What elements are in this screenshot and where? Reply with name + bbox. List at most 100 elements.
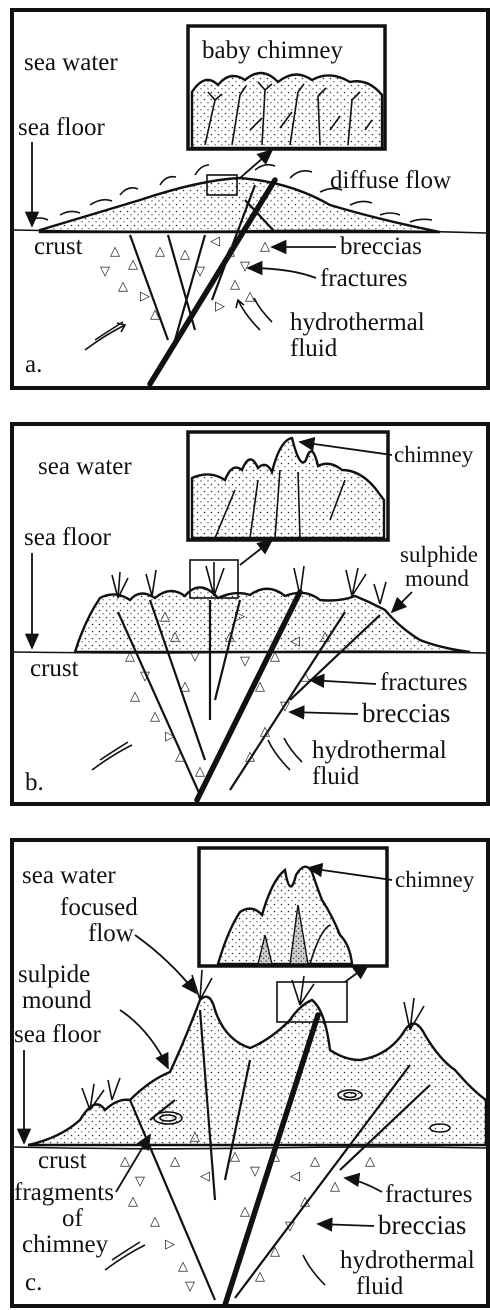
svg-text:△: △ xyxy=(120,1154,130,1169)
panel-c-breccias: △▽ △△ ▷△ ▽△ △▽ △◁ △△ ▽△ △△ ◁△ △△ xyxy=(120,1129,375,1294)
panel-c-fragments-label: fragments xyxy=(14,1179,114,1206)
panel-b-sea-water-label: sea water xyxy=(38,453,132,480)
panel-a-fluid-arrow-right xyxy=(236,300,260,330)
panel-c-sea-water-label: sea water xyxy=(22,862,116,889)
svg-text:◁: ◁ xyxy=(290,634,300,649)
panel-a-fluid-label: fluid xyxy=(290,335,338,362)
panel-c: △▽ △△ ▷△ ▽△ △▽ △◁ △△ ▽△ △△ ◁△ △△ sea wat… xyxy=(12,840,488,1306)
svg-text:△: △ xyxy=(128,1194,138,1209)
panel-b-fluid-arrow-left-2 xyxy=(100,742,128,760)
svg-text:▽: ▽ xyxy=(285,1219,295,1234)
panel-c-fluid-arrow-left xyxy=(105,1245,145,1270)
panel-b-inset xyxy=(188,432,388,540)
svg-text:△: △ xyxy=(195,764,205,779)
svg-text:△: △ xyxy=(150,1214,160,1229)
svg-text:△: △ xyxy=(240,1204,250,1219)
svg-text:△: △ xyxy=(225,244,235,259)
svg-text:△: △ xyxy=(270,1149,280,1164)
svg-text:◁: ◁ xyxy=(200,1169,210,1184)
panel-a-sea-water-label: sea water xyxy=(24,49,118,76)
svg-text:▽: ▽ xyxy=(135,1174,145,1189)
panel-b-fluid-arrow-right-2 xyxy=(284,738,302,762)
panel-c-fluid-arrow-right xyxy=(303,1255,325,1285)
panel-b-letter: b. xyxy=(25,769,44,796)
panel-c-mound-label: mound xyxy=(22,987,92,1014)
panel-a-diffuse-flow-label: diffuse flow xyxy=(330,167,451,194)
svg-text:△: △ xyxy=(118,279,128,294)
panel-c-fluid-label: fluid xyxy=(356,1273,404,1300)
svg-text:◁: ◁ xyxy=(290,1169,300,1184)
svg-text:△: △ xyxy=(225,629,235,644)
panel-c-flow-label: flow xyxy=(88,920,134,947)
panel-a-letter: a. xyxy=(25,351,42,378)
panel-a-hydrothermal-label: hydrothermal xyxy=(290,309,425,336)
panel-a-fluid-arrow-left-2 xyxy=(95,322,123,340)
svg-text:△: △ xyxy=(245,749,255,764)
panel-c-crust-label: crust xyxy=(38,1147,87,1174)
panel-c-chimney-label: chimney xyxy=(395,867,475,892)
svg-text:▽: ▽ xyxy=(190,649,200,664)
svg-text:△: △ xyxy=(300,669,310,684)
panel-a-breccias-label: breccias xyxy=(340,233,422,260)
svg-text:▽: ▽ xyxy=(140,669,150,684)
panel-b-fractures-arrow xyxy=(310,680,376,684)
svg-text:△: △ xyxy=(150,307,160,322)
svg-text:▽: ▽ xyxy=(240,654,250,669)
svg-text:▽: ▽ xyxy=(195,264,205,279)
panel-c-sea-floor-label: sea floor xyxy=(14,1021,101,1048)
panel-c-fractures-arrow xyxy=(345,1178,382,1192)
panel-a-inset-mound xyxy=(192,73,382,148)
svg-text:△: △ xyxy=(170,1154,180,1169)
svg-text:△: △ xyxy=(160,609,170,624)
panel-c-breccias-label: breccias xyxy=(378,1210,466,1240)
svg-text:△: △ xyxy=(270,649,280,664)
panel-b: △▽ △△ ▷△ △▽ △△ ▽△ △◁ △▽ △△ △▷ △△ sea wat… xyxy=(12,424,488,804)
svg-text:◁: ◁ xyxy=(210,234,220,249)
panel-c-focused-label: focused xyxy=(60,894,138,921)
panel-b-hydrothermal-label: hydrothermal xyxy=(312,737,447,764)
panel-b-breccias-arrow xyxy=(290,712,358,714)
panel-b-fluid-arrow-left xyxy=(92,745,132,770)
svg-text:△: △ xyxy=(178,1259,188,1274)
svg-text:△: △ xyxy=(130,689,140,704)
panel-c-fluid-arrow-left-2 xyxy=(112,1242,140,1260)
svg-text:▽: ▽ xyxy=(185,1279,195,1294)
svg-text:△: △ xyxy=(260,724,270,739)
svg-text:△: △ xyxy=(260,239,270,254)
svg-text:▷: ▷ xyxy=(215,299,225,314)
svg-text:△: △ xyxy=(365,1154,375,1169)
panel-a-crust-label: crust xyxy=(34,233,83,260)
svg-text:△: △ xyxy=(190,1129,200,1144)
svg-text:▷: ▷ xyxy=(140,289,150,304)
svg-text:▷: ▷ xyxy=(165,1237,175,1252)
svg-text:▽: ▽ xyxy=(250,1164,260,1179)
panel-b-fractures-label: fractures xyxy=(380,669,467,696)
svg-text:▽: ▽ xyxy=(280,699,290,714)
svg-text:△: △ xyxy=(125,649,135,664)
svg-text:△: △ xyxy=(270,1244,280,1259)
svg-text:▽: ▽ xyxy=(100,264,110,279)
panel-c-focused-flow-arrow xyxy=(135,935,196,993)
svg-text:△: △ xyxy=(155,244,165,259)
svg-text:△: △ xyxy=(255,679,265,694)
svg-text:△: △ xyxy=(170,629,180,644)
panel-c-letter: c. xyxy=(25,1269,42,1296)
panel-c-sulpide-label: sulpide xyxy=(18,961,90,988)
svg-text:▽: ▽ xyxy=(240,259,250,274)
panel-c-inset xyxy=(199,848,387,966)
panel-a-sea-floor-label: sea floor xyxy=(18,114,105,141)
panel-a-fluid-arrow-right-2 xyxy=(254,298,272,322)
panel-c-fractures-label: fractures xyxy=(385,1181,472,1208)
panel-b-sulphide-label: sulphide xyxy=(400,542,478,567)
panel-a: △△ ▽△ ▷△ △▽ △△ ▷△ ▽△ △◁ xyxy=(12,10,488,388)
panel-a-fluid-arrow-left xyxy=(85,323,125,350)
svg-text:▷: ▷ xyxy=(165,729,175,744)
panel-b-inset-pointer xyxy=(240,540,272,565)
panel-b-breccias-label: breccias xyxy=(362,698,450,728)
svg-text:△: △ xyxy=(180,679,190,694)
panel-c-mound-arrow xyxy=(120,1010,168,1068)
panel-c-of-label: of xyxy=(62,1205,84,1232)
panel-a-fractures-label: fractures xyxy=(320,265,407,292)
panel-b-chimney-label: chimney xyxy=(394,442,474,467)
